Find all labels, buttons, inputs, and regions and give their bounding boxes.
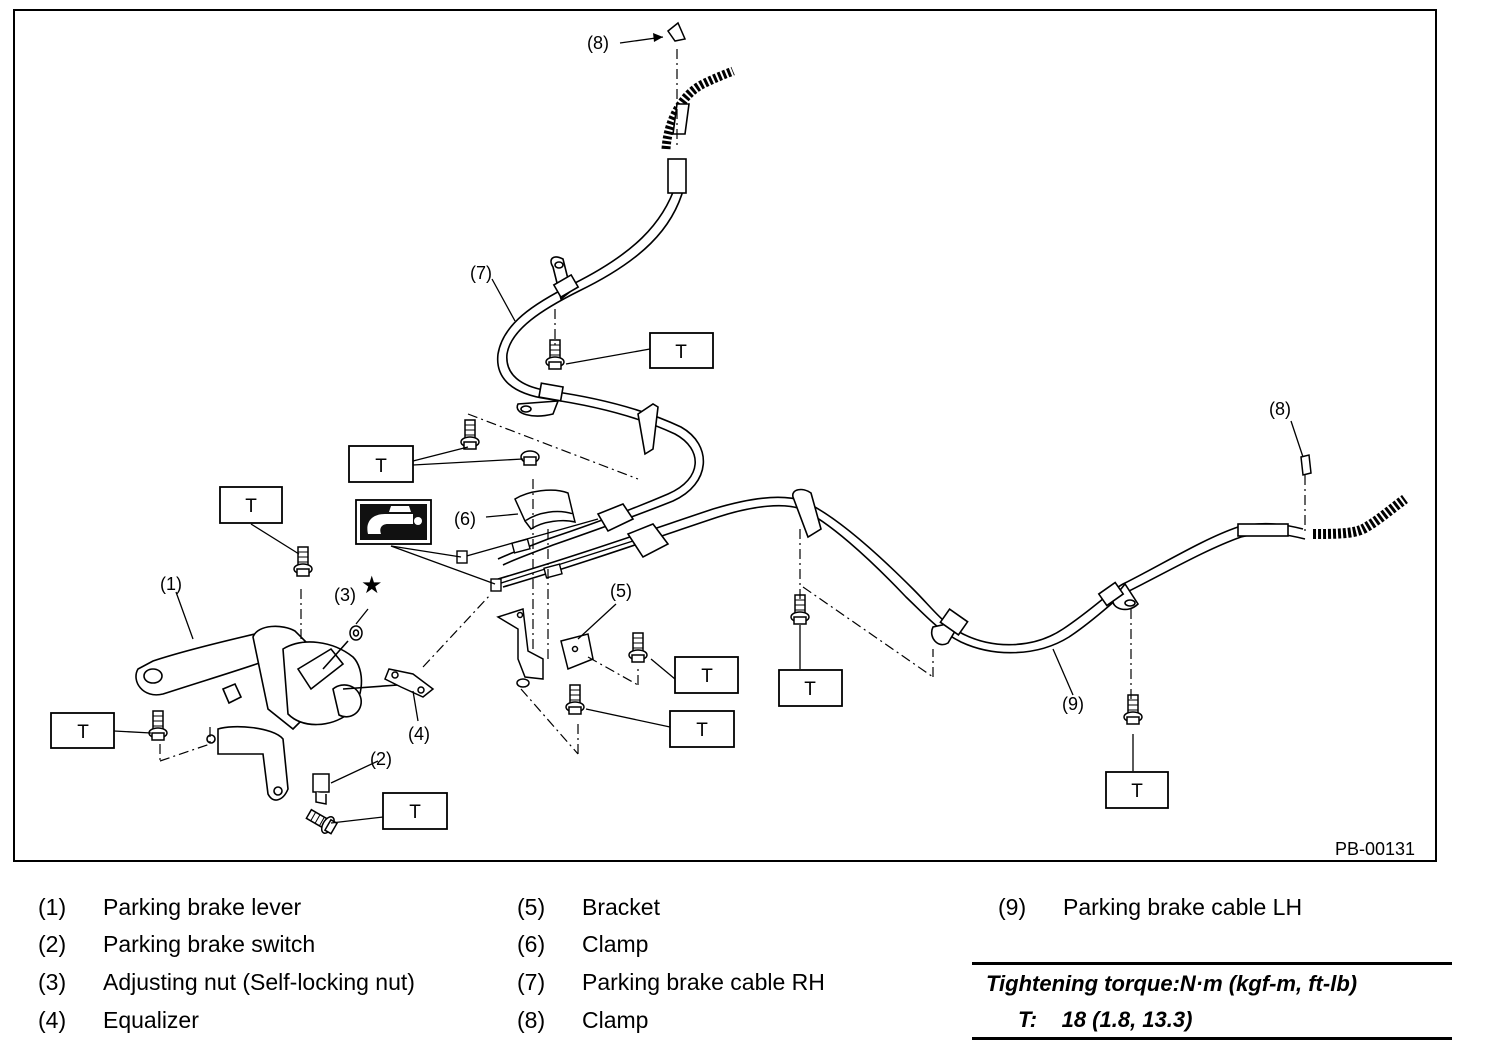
callout-3: (3) — [334, 585, 356, 605]
callout-labels: (8) (7) (1) (3) ★ (4) (2) (5) (6) (8) (9… — [160, 33, 1415, 859]
clamp-8-right — [1300, 454, 1312, 476]
equalizer — [384, 668, 435, 698]
callout-2: (2) — [370, 749, 392, 769]
parking-brake-switch — [312, 773, 330, 805]
cable-rh — [496, 66, 735, 566]
diagram-frame — [13, 9, 1437, 862]
torque-marker-t: T — [77, 722, 89, 743]
torque-markers — [50, 332, 1169, 830]
torque-top-rule — [972, 962, 1452, 965]
cable-lh — [497, 488, 1408, 654]
clamp-8-upper — [666, 21, 687, 42]
figure-id: PB-00131 — [1335, 839, 1415, 859]
callout-9: (9) — [1062, 694, 1084, 714]
torque-marker-t: T — [245, 496, 257, 517]
callout-8-upper: (8) — [587, 33, 609, 53]
callout-7: (7) — [470, 263, 492, 283]
torque-value: 18 (1.8, 13.3) — [1061, 1007, 1193, 1032]
alignment-lines — [159, 49, 1306, 762]
callout-1: (1) — [160, 574, 182, 594]
torque-marker-t: T — [1131, 781, 1143, 802]
callout-4: (4) — [408, 724, 430, 744]
torque-marker-t: T — [701, 666, 713, 687]
torque-marker-t: T — [804, 679, 816, 700]
clamp-6 — [514, 489, 577, 531]
callout-5: (5) — [610, 581, 632, 601]
torque-marker-t: T — [675, 342, 687, 363]
inner-cables — [456, 518, 634, 592]
torque-marker-t: T — [409, 802, 421, 823]
parking-brake-exploded-diagram: (8) (7) (1) (3) ★ (4) (2) (5) (6) (8) (9… — [50, 21, 1415, 859]
callout-8-right: (8) — [1269, 399, 1291, 419]
special-star-icon: ★ — [361, 572, 383, 599]
torque-marker-labels: T T T T T T T T T — [77, 342, 1143, 823]
adjusting-nut — [349, 625, 363, 641]
callout-6: (6) — [454, 509, 476, 529]
grease-symbol-icon — [355, 499, 432, 545]
torque-marker-t: T — [696, 720, 708, 741]
torque-marker: T: — [1018, 1007, 1038, 1032]
bolts — [148, 339, 1143, 838]
torque-bottom-rule — [972, 1037, 1452, 1040]
torque-marker-t: T — [375, 456, 387, 477]
parking-brake-lever — [135, 625, 399, 801]
torque-value-row: T: 18 (1.8, 13.3) — [1018, 1007, 1192, 1033]
bracket — [496, 608, 594, 688]
tightening-torque-box: Tightening torque:N·m (kgf-m, ft-lb) T: … — [972, 962, 1452, 1042]
torque-heading: Tightening torque:N·m (kgf-m, ft-lb) — [986, 971, 1358, 996]
